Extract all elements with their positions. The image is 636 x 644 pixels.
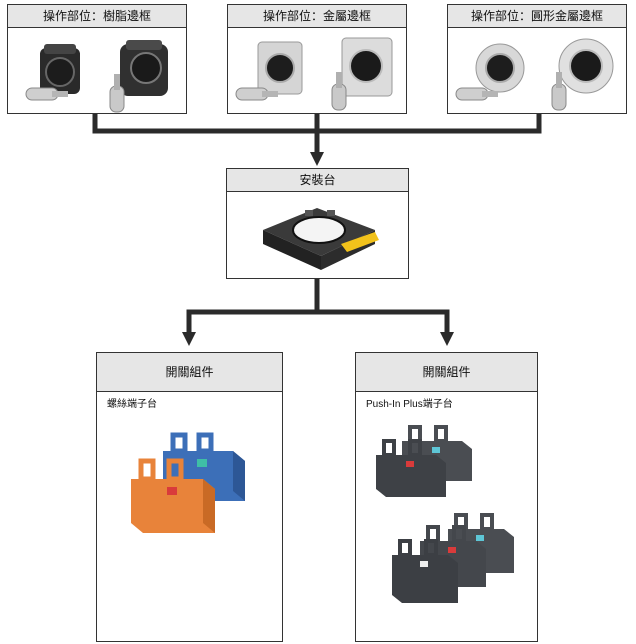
key-switch-image-metal: [235, 37, 393, 111]
mount-box-title: 安裝台: [227, 169, 408, 192]
switch-unit-box-screw: 開關組件 螺絲端子台: [96, 352, 283, 642]
operator-box-round-metal-bezel: 操作部位：圓形金屬邊框: [447, 4, 627, 114]
operator-box-title: 操作部位：圓形金屬邊框: [448, 5, 626, 28]
terminal-type-label: Push-In Plus端子台: [366, 399, 453, 410]
operator-box-title: 操作部位：樹脂邊框: [8, 5, 186, 28]
screw-terminal-blocks-image: [131, 432, 245, 533]
key-switch-image-resin: [25, 40, 168, 113]
switch-unit-box-push-in: 開關組件 Push-In Plus端子台: [355, 352, 538, 642]
operator-box-title: 操作部位：金屬邊框: [228, 5, 406, 28]
operator-box-metal-bezel: 操作部位：金屬邊框: [227, 4, 407, 114]
mounting-latch-image: [263, 208, 379, 270]
switch-unit-box-title: 開關組件: [356, 353, 537, 392]
key-switch-image-round-metal: [455, 38, 614, 111]
operator-box-resin-bezel: 操作部位：樹脂邊框: [7, 4, 187, 114]
switch-unit-box-title: 開關組件: [97, 353, 282, 392]
mount-box: 安裝台: [226, 168, 409, 279]
push-in-terminal-blocks-image: [376, 425, 514, 603]
terminal-type-label: 螺絲端子台: [107, 399, 157, 410]
